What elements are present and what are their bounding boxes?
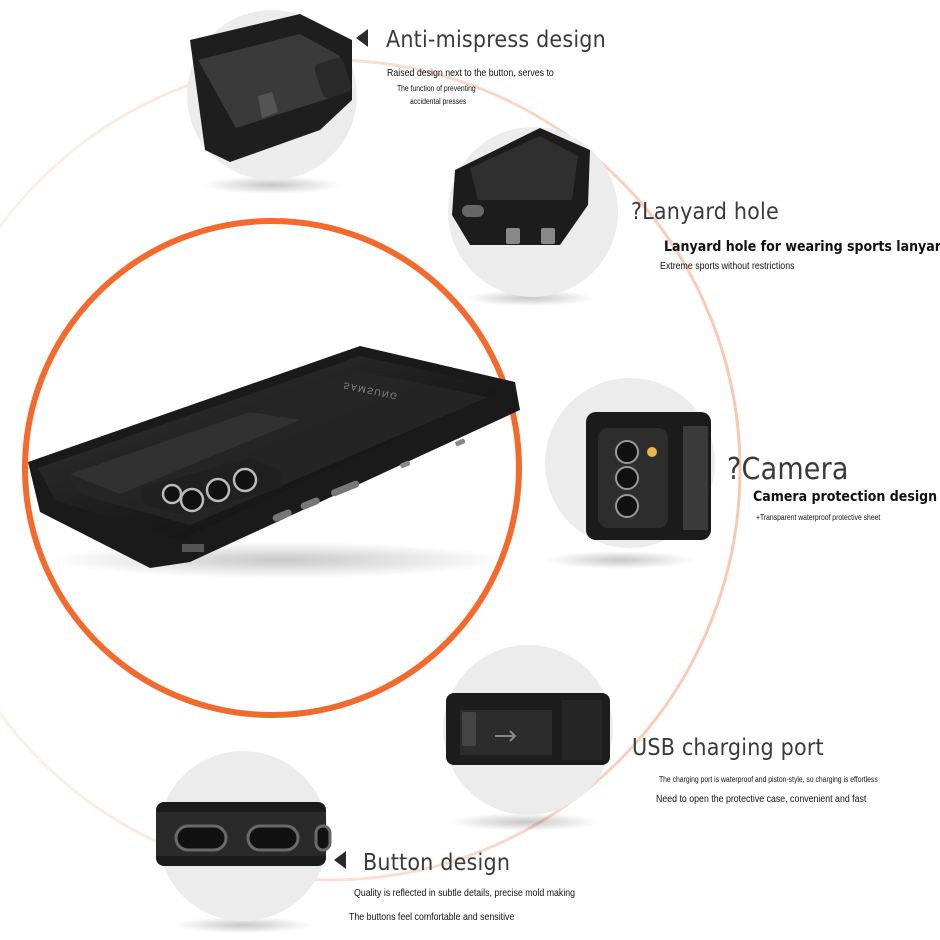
feature-desc-camera-1: Camera protection design <box>753 489 938 505</box>
feature-desc-button-1: Quality is reflected in subtle details, … <box>354 888 576 899</box>
feature-desc-usb-1: The charging port is waterproof and pist… <box>659 775 878 784</box>
feature-title-button: Button design <box>363 850 511 876</box>
feature-title-anti-mispress: Anti-mispress design <box>386 27 606 53</box>
detail-circle-camera <box>545 378 715 569</box>
feature-desc-lanyard-2: Extreme sports without restrictions <box>660 261 795 272</box>
feature-desc-lanyard-1: Lanyard hole for wearing sports lanyard <box>664 239 940 255</box>
camera-module <box>140 458 282 514</box>
feature-desc-anti-mispress-3: accidental presses <box>410 97 467 106</box>
phone-case-image <box>28 346 520 578</box>
feature-title-lanyard: ?Lanyard hole <box>631 199 779 225</box>
orange-ring <box>22 218 522 718</box>
detail-circle-usb <box>443 645 613 831</box>
feature-desc-anti-mispress-2: The function of preventing <box>397 84 476 93</box>
feature-desc-anti-mispress-1: Raised design next to the button, serves… <box>387 68 554 79</box>
detail-circle-lanyard <box>448 127 618 306</box>
feature-desc-camera-2: +Transparent waterproof protective sheet <box>756 513 881 522</box>
pointer-triangle-icon <box>334 851 346 869</box>
feature-title-camera: ?Camera <box>727 452 849 487</box>
feature-desc-button-2: The buttons feel comfortable and sensiti… <box>349 912 515 923</box>
pointer-triangle-icon <box>356 29 368 47</box>
feature-desc-usb-2: Need to open the protective case, conven… <box>656 794 867 805</box>
detail-circle-button <box>156 751 332 933</box>
detail-circle-top <box>187 10 357 194</box>
feature-title-usb: USB charging port <box>632 735 824 761</box>
